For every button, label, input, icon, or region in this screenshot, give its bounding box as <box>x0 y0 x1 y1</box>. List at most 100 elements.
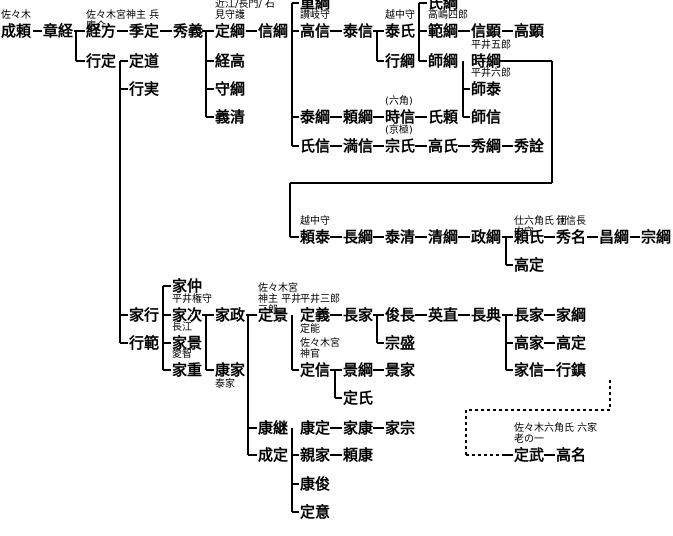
person-yasutsugu: 康継 <box>258 419 289 437</box>
person-akitsune: 章経 <box>43 22 74 40</box>
person-ieshige: 家重 <box>172 361 203 379</box>
person-yasusada: 康定 <box>300 419 331 437</box>
person-sadamichi: 定道 <box>129 52 160 70</box>
person-morotsuna: 師綱 <box>428 52 459 70</box>
person-title-tokinobu: (六角) <box>385 96 413 107</box>
person-sadatsuna: 定綱 <box>215 22 246 40</box>
person-ieyasu: 家康 <box>343 419 374 437</box>
person-yasutoshi: 康俊 <box>300 475 331 493</box>
person-nagaie2: 長家 <box>514 306 545 324</box>
person-tsunekata: 経方 <box>86 22 117 40</box>
person-yasukiyo: 泰清 <box>385 228 416 246</box>
person-hidena: 秀名 <box>556 228 587 246</box>
person-sadayoshi: 定義 <box>300 306 331 324</box>
person-title-sadanobu: 佐々木宮 神官 <box>300 338 340 360</box>
person-title-ietsugu: 平井権守 <box>172 294 212 305</box>
person-sadakage: 定景 <box>258 306 289 324</box>
person-kageie: 景家 <box>385 361 416 379</box>
person-moronobu: 師信 <box>471 108 502 126</box>
person-title-tokitsuna_h: 平井五郎 <box>471 40 511 51</box>
person-title-seiyori: 佐々木 <box>1 10 31 21</box>
person-title-yoriuji: 仕六角氏 河内守 <box>514 216 568 238</box>
person-ujinobu: 氏信 <box>300 137 331 155</box>
person-tokinobu: 時信 <box>385 108 416 126</box>
person-takaie: 高家 <box>514 334 545 352</box>
person-iemune: 家宗 <box>385 419 416 437</box>
person-chikaie: 親家 <box>300 446 331 464</box>
person-title-noritsuna: 高嶋四郎 <box>428 10 468 21</box>
person-nagatsuna: 長綱 <box>343 228 374 246</box>
person-takauji: 高氏 <box>428 137 459 155</box>
person-tokitsuna_h: 時綱 <box>471 52 502 70</box>
person-takanobu: 高信 <box>300 22 331 40</box>
person-yoriuji: 頼氏 <box>514 228 545 246</box>
person-noritsuna: 範綱 <box>428 22 459 40</box>
person-ietsugu: 家次 <box>172 306 203 324</box>
person-kagetsuna: 景綱 <box>343 361 374 379</box>
person-yoshikiyo: 義清 <box>215 108 246 126</box>
person-title-ieshige: 愛智 <box>172 349 192 360</box>
person-hidetsuna: 秀綱 <box>471 137 502 155</box>
person-muneuji: 宗氏 <box>385 137 416 155</box>
person-title-sadatsuna: 近江/長門/ 石見守護 <box>215 0 275 21</box>
person-toshinaga: 俊長 <box>385 306 416 324</box>
person-title-sadayoshi: 平井三郎 <box>300 294 340 305</box>
person-title-iekage: 長江 <box>172 322 192 333</box>
person-seiyori: 成頼 <box>1 22 32 40</box>
person-title-takanobu: 讃岐守 <box>300 10 330 21</box>
person-hidenori: 秀詮 <box>514 137 545 155</box>
person-shigetsuna: 重綱 <box>300 0 331 12</box>
person-moroyasu: 師泰 <box>471 80 502 98</box>
person-nagaie: 長家 <box>343 306 374 324</box>
person-masatsuna2: 昌綱 <box>599 228 630 246</box>
person-yasuie: 康家 <box>215 361 246 379</box>
person-kiyotsuna: 清綱 <box>428 228 459 246</box>
person-seitei: 成定 <box>258 446 289 464</box>
person-title-moroyasu: 平井六郎 <box>471 68 511 79</box>
person-title-muneuji: (京極) <box>385 125 413 136</box>
person-yukisada: 行定 <box>86 52 117 70</box>
person-ujitsuna: 氏綱 <box>428 0 459 12</box>
person-takana: 高名 <box>556 446 587 464</box>
person-title-yoriyasu: 越中守 <box>300 216 330 227</box>
person-ietsuna: 家綱 <box>556 306 587 324</box>
person-yukiyuki: 家行 <box>129 306 160 324</box>
person-title-sadatake: 佐々木六角氏 六家老の一 <box>514 423 598 445</box>
person-title-sadakage: 佐々木宮 神主 平井三郎 <box>258 283 302 316</box>
person-nobuaki: 信顕 <box>471 22 502 40</box>
person-iekage: 家景 <box>172 334 203 352</box>
person-masatsuna: 政綱 <box>471 228 502 246</box>
person-yasuuji: 泰氏 <box>385 22 416 40</box>
person-moritsuna: 守綱 <box>215 80 246 98</box>
person-nagasuke: 長典 <box>471 306 502 324</box>
person-title-yasuie: 泰家 <box>215 379 235 390</box>
person-yasunobu: 泰信 <box>343 22 374 40</box>
person-hidenao: 英直 <box>428 306 459 324</box>
person-ienaka: 家仲 <box>172 277 203 295</box>
person-title-hidena: 仕信長 <box>556 216 586 227</box>
person-yoritsuna: 頼綱 <box>343 108 374 126</box>
person-yoriyasu: 頼泰 <box>300 228 331 246</box>
person-yukitsuna: 行綱 <box>385 52 416 70</box>
person-tsunetaka: 経高 <box>215 52 246 70</box>
person-sadazane: 行実 <box>129 80 160 98</box>
person-takaaki: 高顕 <box>514 22 545 40</box>
person-takasada2: 高定 <box>556 334 587 352</box>
person-iemasa: 家政 <box>215 306 246 324</box>
person-title-yasuuji: 越中守 <box>385 10 415 21</box>
person-mitsunobu: 満信 <box>343 137 374 155</box>
person-munetsuna: 宗綱 <box>641 228 672 246</box>
person-ujiyori: 氏頼 <box>428 108 459 126</box>
person-ienobu: 家信 <box>514 361 545 379</box>
person-yukinori: 行範 <box>129 334 160 352</box>
person-note-sadayoshi: 定能 <box>300 324 320 335</box>
person-title-tsunekata: 佐々木宮神主 兵庫介 <box>86 10 160 32</box>
person-sadaoki: 定意 <box>300 503 331 521</box>
person-suesada: 季定 <box>129 22 160 40</box>
person-yoriyasu2: 頼康 <box>343 446 374 464</box>
person-yasutsuna: 泰綱 <box>300 108 331 126</box>
person-sadanobu: 定信 <box>300 361 331 379</box>
person-sadatake: 定武 <box>514 446 545 464</box>
